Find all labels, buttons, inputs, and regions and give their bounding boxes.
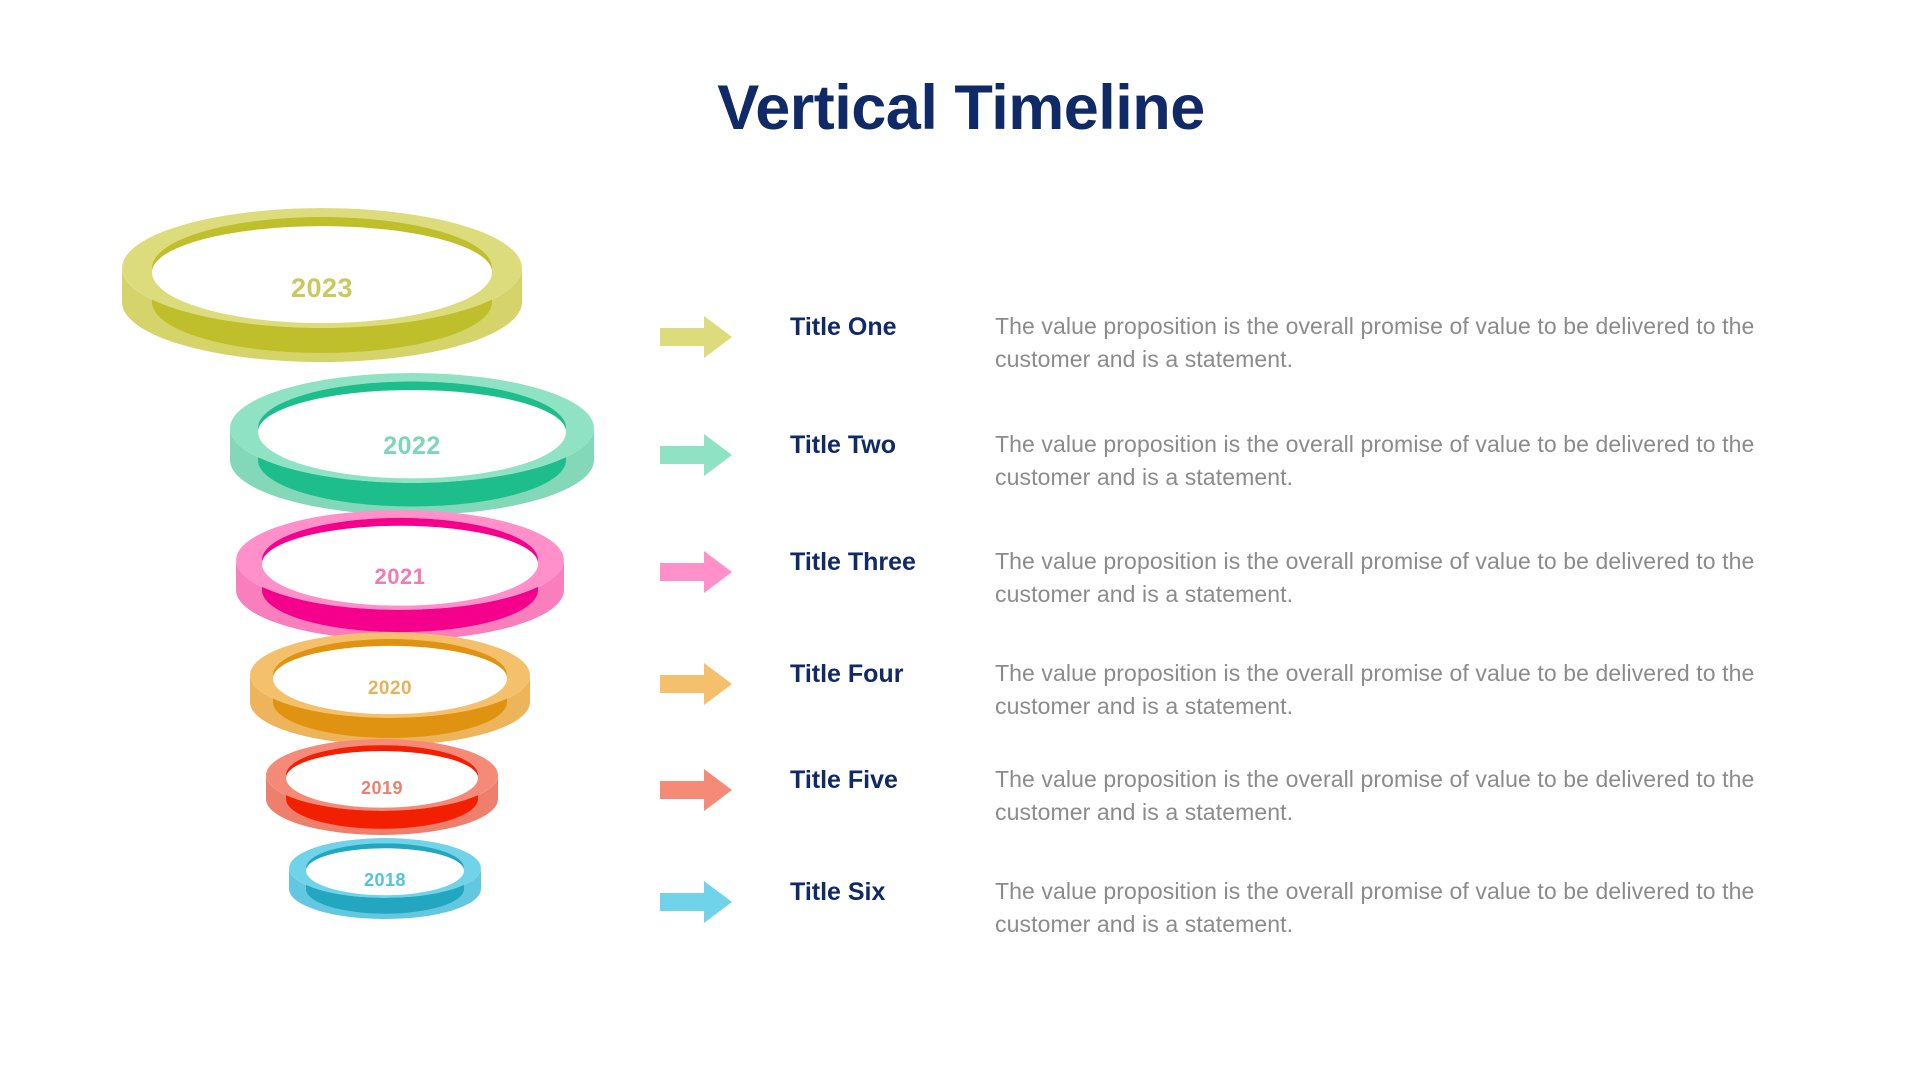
timeline-item-row[interactable]: Title Six The value proposition is the ov… [660, 875, 1920, 942]
page-title-text: Vertical Timeline [717, 73, 1205, 143]
timeline-item-description: The value proposition is the overall pro… [995, 548, 1755, 608]
arrow-right-icon [660, 316, 732, 358]
timeline-item-title: Title Five [790, 766, 898, 794]
arrow-icon-cell [660, 545, 790, 593]
timeline-item-row[interactable]: Title Four The value proposition is the o… [660, 657, 1920, 724]
timeline-item-row[interactable]: Title Two The value proposition is the ov… [660, 428, 1920, 495]
page-title: Vertical Timeline [0, 72, 1920, 144]
timeline-item-row[interactable]: Title Five The value proposition is the o… [660, 763, 1920, 830]
arrow-icon-cell [660, 310, 790, 358]
timeline-item-title: Title Four [790, 660, 904, 688]
timeline-item-row[interactable]: Title Three The value proposition is the … [660, 545, 1920, 612]
timeline-item-description: The value proposition is the overall pro… [995, 660, 1755, 720]
funnel-ring-2021: 2021 [232, 506, 568, 644]
timeline-item-title: Title Six [790, 878, 886, 906]
funnel-ring-2019: 2019 [262, 735, 502, 839]
arrow-icon-cell [660, 763, 790, 811]
funnel-ring-2022: 2022 [226, 369, 598, 519]
arrow-icon-cell [660, 875, 790, 923]
timeline-item-title: Title Two [790, 431, 897, 459]
arrow-right-icon [660, 434, 732, 476]
arrow-right-icon [660, 663, 732, 705]
timeline-item-description: The value proposition is the overall pro… [995, 878, 1755, 938]
funnel-ring-2018: 2018 [285, 834, 485, 923]
timeline-item-title: Title Three [790, 548, 916, 576]
timeline-item-title: Title One [790, 313, 897, 341]
arrow-right-icon [660, 769, 732, 811]
arrow-icon-cell [660, 657, 790, 705]
arrow-right-icon [660, 881, 732, 923]
timeline-item-row[interactable]: Title One The value proposition is the ov… [660, 310, 1920, 377]
funnel-ring-2020: 2020 [246, 628, 534, 749]
timeline-item-description: The value proposition is the overall pro… [995, 313, 1755, 373]
arrow-icon-cell [660, 428, 790, 476]
arrow-right-icon [660, 551, 732, 593]
timeline-item-description: The value proposition is the overall pro… [995, 766, 1755, 826]
funnel-ring-2023: 2023 [118, 204, 526, 366]
timeline-item-description: The value proposition is the overall pro… [995, 431, 1755, 491]
